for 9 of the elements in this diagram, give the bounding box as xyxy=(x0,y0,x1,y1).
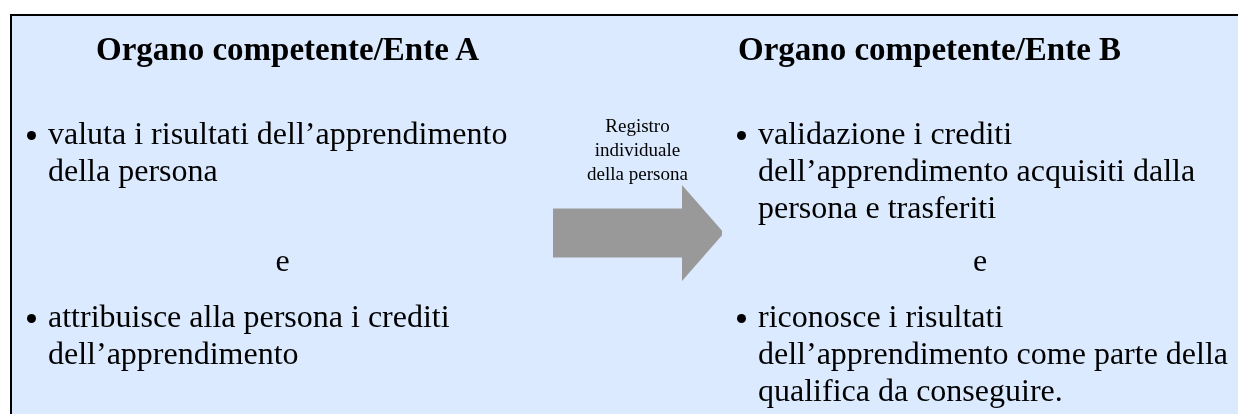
connector-word: e xyxy=(972,242,988,279)
bullet-item: riconosce i risultati dell’apprendimento come parte della qualifica da conseguire. xyxy=(758,298,1229,409)
bullet-item: valuta i risultati dell’apprendimento della persona xyxy=(48,115,509,189)
connector-word: e xyxy=(275,242,290,279)
bullet-item: attribuisce alla persona i crediti dell’apprendimento xyxy=(48,298,451,372)
column-heading: Organo competente/Ente A xyxy=(96,30,480,68)
column-heading: Organo competente/Ente B xyxy=(738,30,1122,68)
edge-label: Registro individuale della persona xyxy=(586,114,689,186)
bullet-item: validazione i crediti dell’apprendimento acquisiti dalla persona e trasferiti xyxy=(758,115,1197,226)
